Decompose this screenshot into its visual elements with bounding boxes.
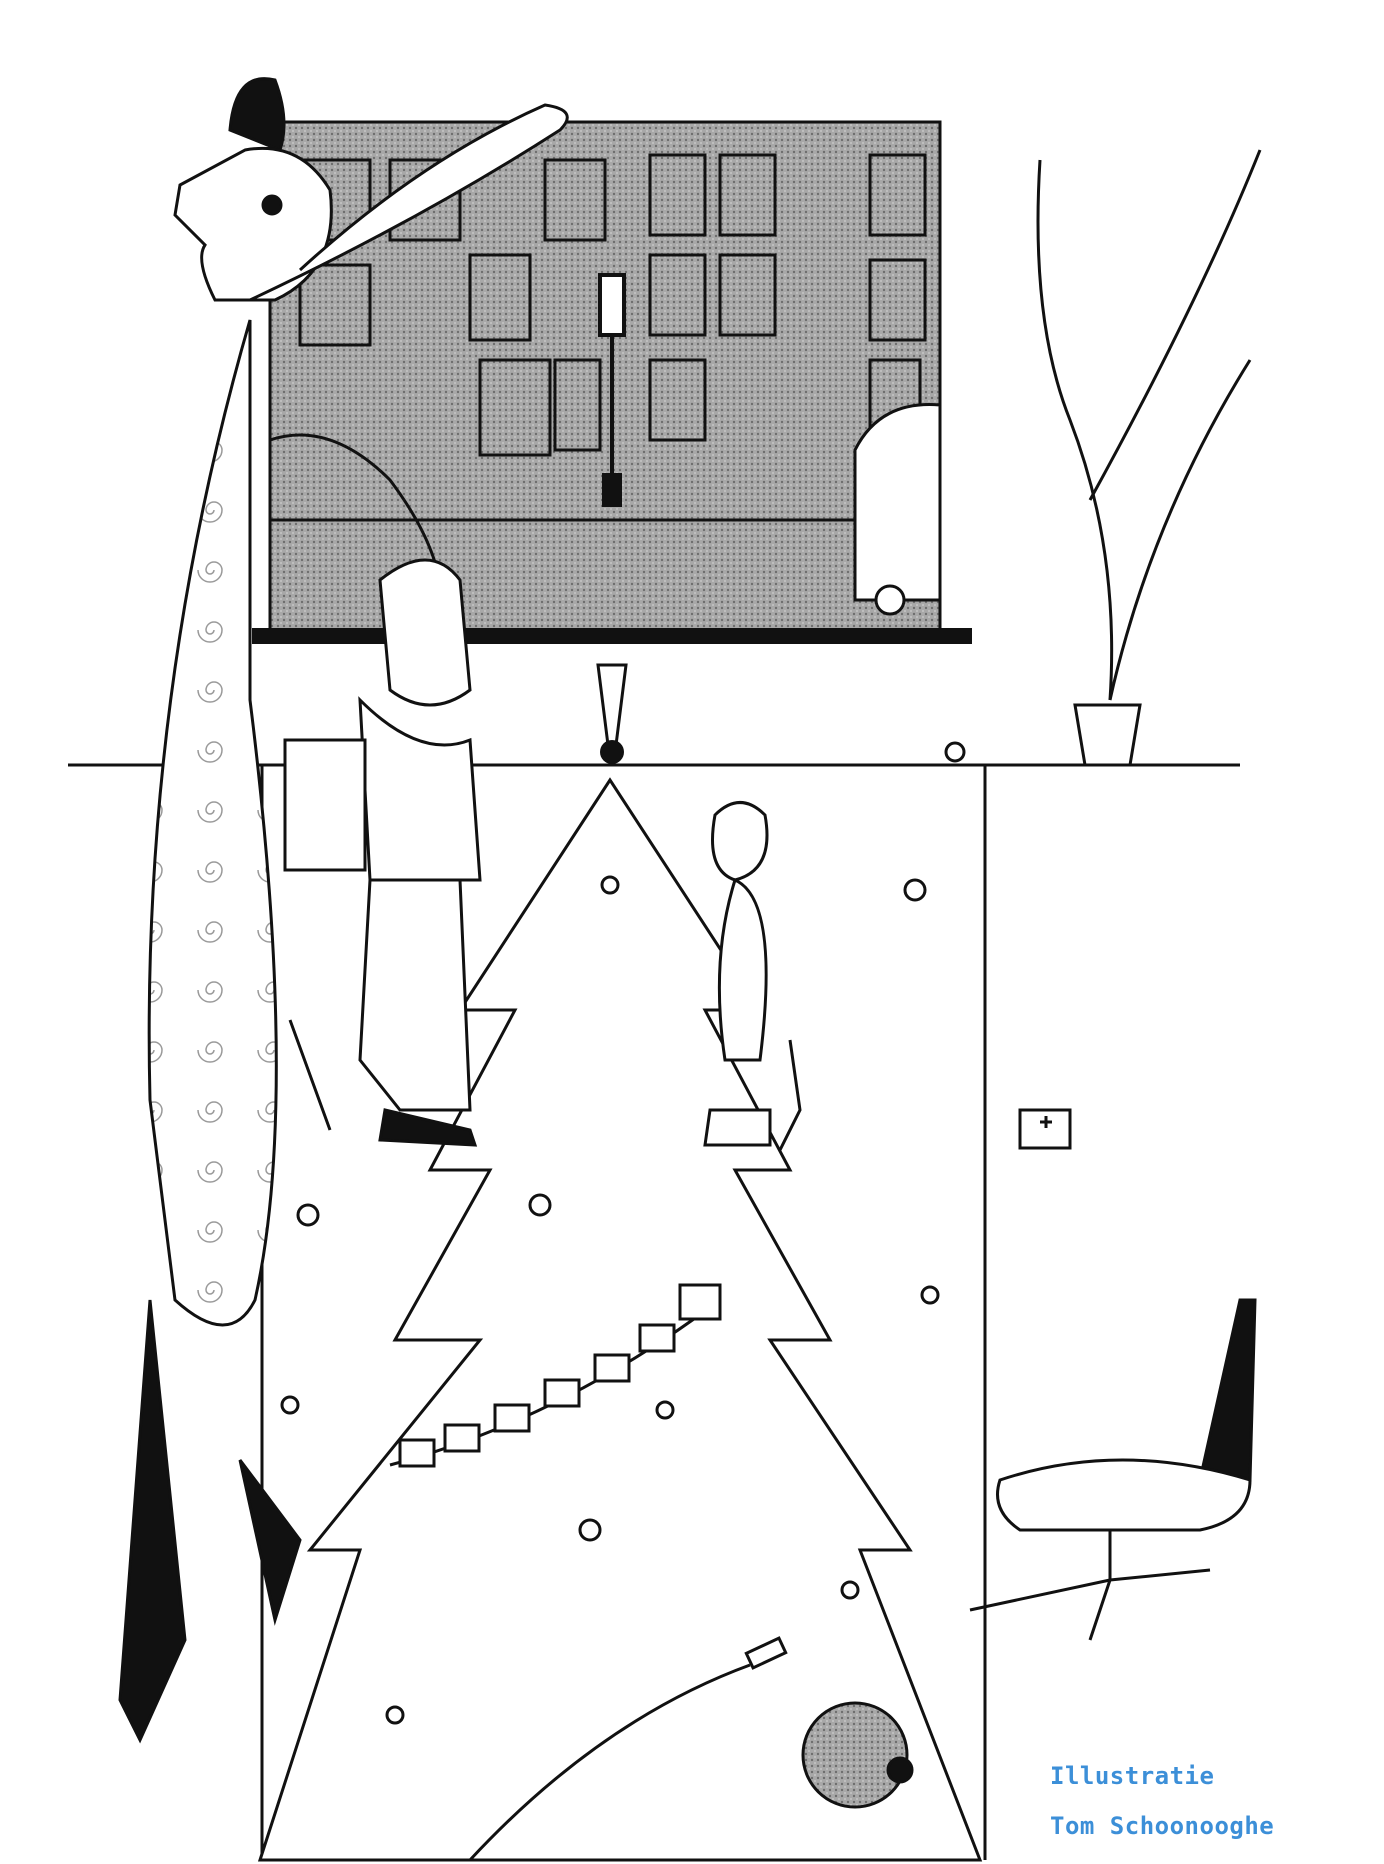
street-lamp [598, 273, 626, 507]
man-with-gift [283, 558, 482, 1147]
credit-artist-name: Tom Schoonooghe [1050, 1812, 1275, 1840]
toy-remote [468, 1636, 788, 1862]
office-chair [969, 1298, 1257, 1641]
beach-ball [801, 1701, 914, 1809]
toy-train [389, 1283, 722, 1468]
tall-lady-figure [118, 77, 569, 1744]
window-street-scene [252, 120, 972, 644]
credit-label: Illustratie [1050, 1762, 1215, 1790]
potted-plant [1036, 149, 1262, 767]
christmas-tree [257, 663, 983, 1862]
toy-ambulance [1018, 1108, 1072, 1150]
window-sill [252, 628, 972, 644]
child-with-bunny [703, 801, 802, 1151]
building-windows [270, 153, 940, 522]
floor-ornaments [280, 741, 966, 1725]
car [853, 403, 942, 616]
